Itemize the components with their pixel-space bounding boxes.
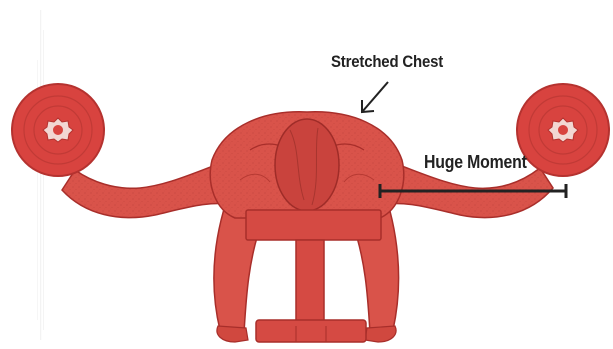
left-dumbbell: [12, 84, 104, 176]
right-dumbbell: [517, 84, 609, 176]
bench: [246, 210, 381, 342]
grain-texture: [37, 10, 44, 340]
huge-moment-label: Huge Moment: [424, 152, 527, 173]
head: [275, 119, 339, 211]
stretched-chest-label: Stretched Chest: [331, 52, 443, 72]
stretched-chest-arrow: [362, 82, 388, 112]
